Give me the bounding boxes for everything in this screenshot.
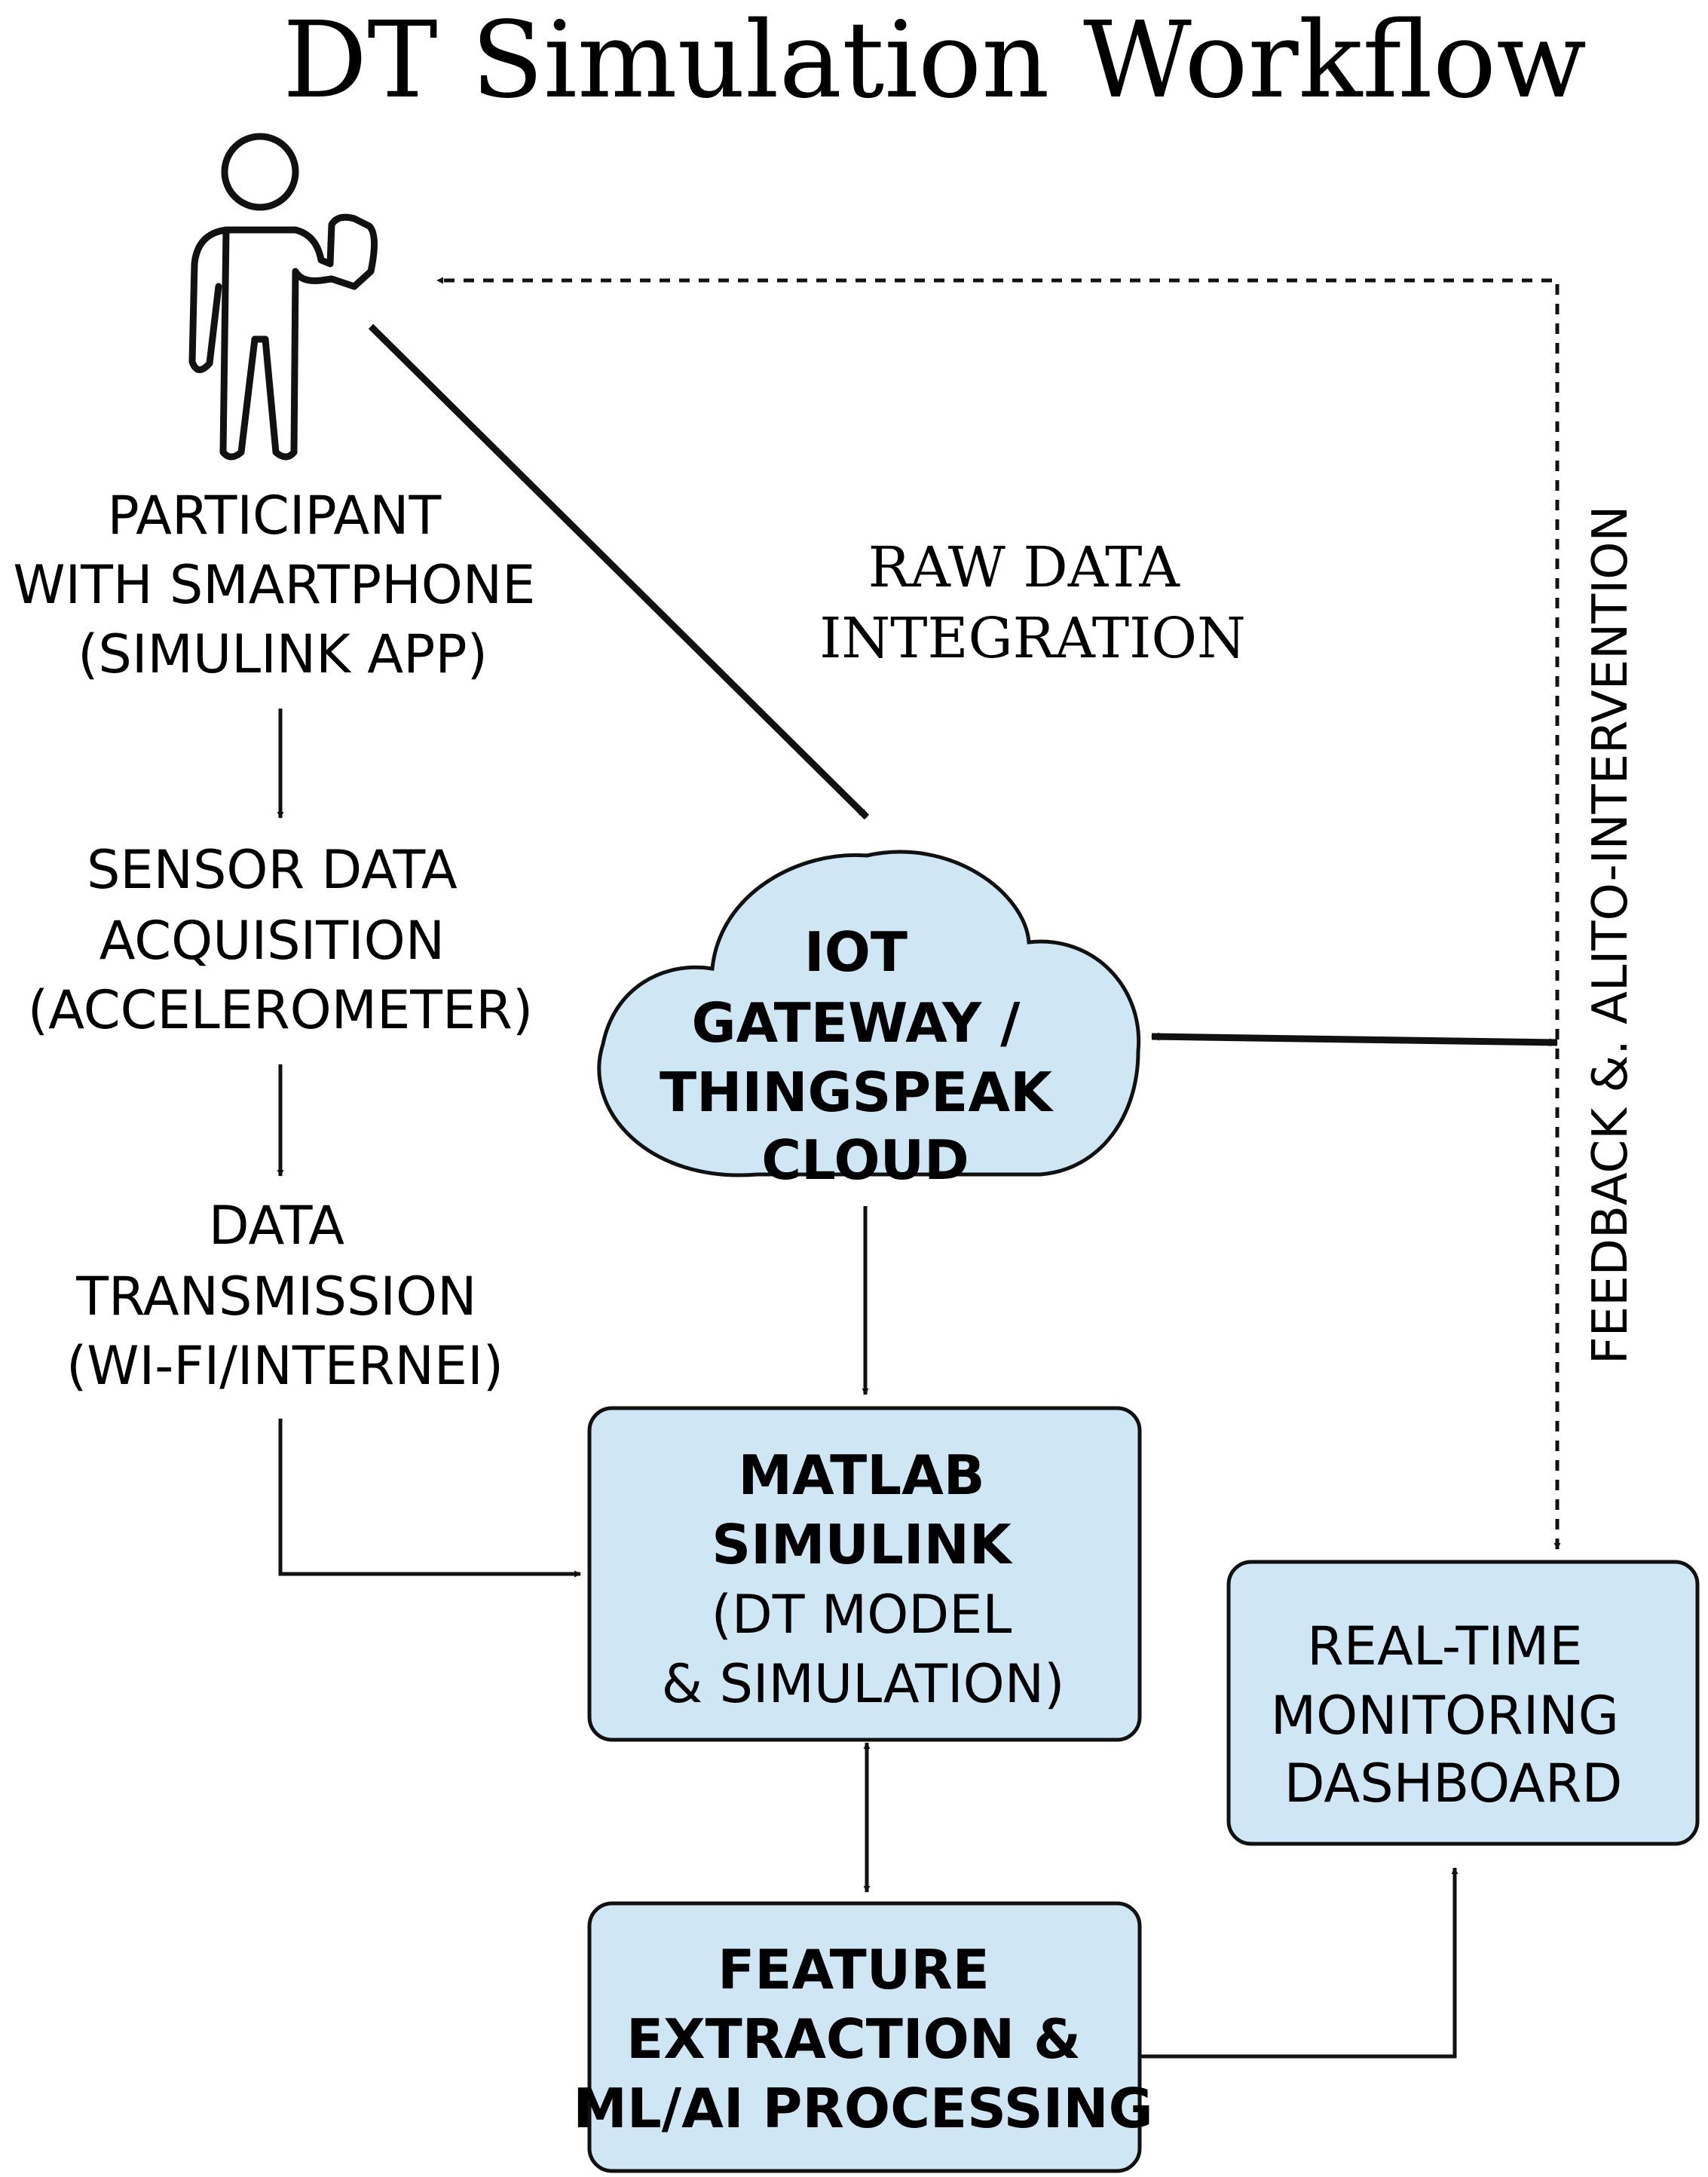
arrow-feature-to-dashboard	[1140, 1867, 1459, 2059]
data-transmission-label: DATA TRANSMISSION (WI-FI/INTERNEI)	[66, 1195, 504, 1397]
feature-label: FEATURE EXTRACTION & ML/AI PROCESSING	[573, 1938, 1152, 2140]
matlab-box	[587, 1406, 1142, 1742]
arrow-transmission-to-matlab	[278, 1419, 581, 1578]
iot-cloud-node: IOT GATEWAY / THINGSPEAK CLOUD	[597, 850, 1141, 1192]
monitoring-dashboard-node: REAL-TIME MONITORING DASHBOARD	[1226, 1560, 1700, 1846]
arrow-cloud-feedback-bidirectional	[1150, 1032, 1559, 1047]
sensor-acquisition-label: SENSOR DATA ACQUISITION (ACCELEROMETER)	[28, 839, 533, 1041]
participant-label: PARTICIPANT WITH SMARTPHONE (SIMULINK AP…	[13, 485, 552, 685]
dashboard-label: REAL-TIME MONITORING DASHBOARD	[1271, 1615, 1636, 1814]
dashboard-box	[1226, 1560, 1700, 1846]
feature-box	[587, 1901, 1142, 2173]
feedback-intervention-label: FEEDBACK &. ALITO-INTERVENTION	[1583, 506, 1639, 1364]
person-with-smartphone-icon	[188, 133, 378, 461]
matlab-label: MATLAB SIMULINK (DT MODEL & SIMULATION)	[662, 1444, 1065, 1715]
diagram-title: DT Simulation Workflow	[283, 0, 1587, 122]
raw-data-integration-label: RAW DATA INTEGRATION	[819, 535, 1246, 671]
feature-extraction-node: FEATURE EXTRACTION & ML/AI PROCESSING	[573, 1901, 1153, 2173]
matlab-simulink-node: MATLAB SIMULINK (DT MODEL & SIMULATION)	[587, 1406, 1142, 1742]
